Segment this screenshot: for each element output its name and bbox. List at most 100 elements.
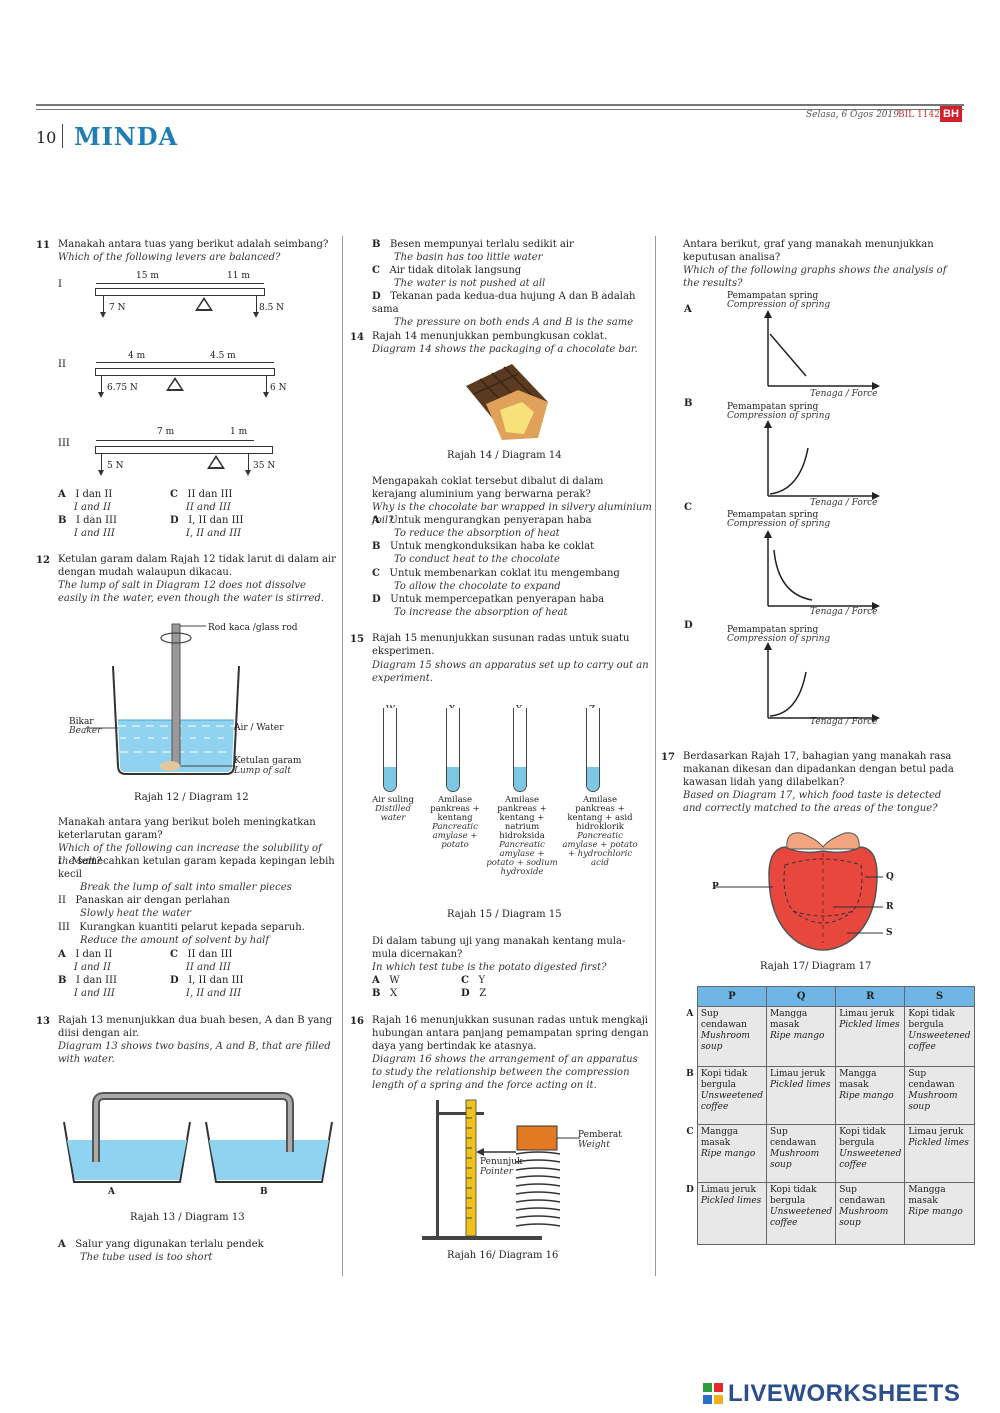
graph-b[interactable] — [760, 420, 880, 504]
label-glass-rod: Rod kaca /glass rod — [208, 623, 298, 633]
lever-1-beam — [95, 288, 265, 296]
graph-d-label: D — [684, 620, 693, 631]
lever-3-dim-line — [96, 440, 254, 441]
lever-2-roman: II — [58, 359, 66, 370]
header-date: Selasa, 6 Ogos 2019 — [806, 110, 899, 120]
q16-text: Rajah 16 menunjukkan susunan radas untuk… — [372, 1015, 649, 1052]
q11-text: Manakah antara tuas yang berikut adalah … — [58, 239, 329, 250]
question-number-14: 14 — [350, 332, 364, 343]
graph-a-xlabel: Tenaga / Force — [810, 389, 878, 399]
q13-text-en: Diagram 13 shows two basins, A and B, th… — [58, 1041, 331, 1065]
q13-option-d[interactable]: D Tekanan pada kedua-dua hujung A dan B … — [372, 291, 636, 328]
graph-a-label: A — [684, 304, 692, 315]
liveworksheets-logo: LIVEWORKSHEETS — [702, 1380, 960, 1408]
q12-option-a[interactable]: A I dan II I and II — [58, 949, 113, 973]
spring-apparatus-diagram — [422, 1099, 580, 1240]
question-number-15: 15 — [350, 634, 364, 645]
q14-text: Rajah 14 menunjukkan pembungkusan coklat… — [372, 331, 608, 342]
lever-1-f1: 7 N — [109, 303, 126, 313]
q12-statement-3: III Kurangkan kuantiti pelarut kepada se… — [58, 922, 305, 946]
lever-3-fulcrum — [207, 455, 225, 469]
lever-1-roman: I — [58, 279, 62, 290]
row-key: A — [683, 1006, 698, 1067]
lever-3-f1: 5 N — [107, 461, 124, 471]
q15-option-c[interactable]: C Y — [461, 975, 486, 986]
q15-text: Rajah 15 menunjukkan susunan radas untuk… — [372, 633, 630, 657]
q12-option-c[interactable]: C II dan III II and III — [170, 949, 233, 973]
basins-diagram — [63, 1092, 333, 1183]
diagram-17-caption: Rajah 17/ Diagram 17 — [760, 961, 872, 972]
lever-2-d2: 4.5 m — [210, 351, 236, 361]
lever-3-d1: 7 m — [157, 427, 175, 437]
question-number-17: 17 — [661, 752, 675, 763]
question-number-13: 13 — [36, 1016, 50, 1027]
lever-3-arrow-right — [244, 454, 252, 476]
header-rule — [36, 104, 964, 106]
header-issue: BIL 1142 — [898, 110, 940, 120]
q12-option-d[interactable]: D I, II dan III I, II and III — [170, 975, 244, 999]
q16-text-en: Diagram 16 shows the arrangement of an a… — [372, 1054, 638, 1091]
column-divider-1 — [342, 236, 343, 1276]
graph-d[interactable] — [760, 642, 880, 726]
row-key: D — [683, 1182, 698, 1245]
q17-text: Berdasarkan Rajah 17, bahagian yang mana… — [683, 751, 954, 788]
lever-1-arrow-left — [99, 296, 107, 318]
q15-option-a[interactable]: A W — [372, 975, 400, 986]
graph-a[interactable] — [760, 310, 880, 394]
q14-question2: Mengapakah coklat tersebut dibalut di da… — [372, 476, 604, 500]
question-number-12: 12 — [36, 555, 50, 566]
header-q: Q — [765, 986, 837, 1007]
lever-1-fulcrum — [195, 297, 213, 311]
q14-text-en: Diagram 14 shows the packaging of a choc… — [372, 344, 638, 355]
q12-text-en: The lump of salt in Diagram 12 does not … — [58, 580, 325, 604]
lever-3-f2: 35 N — [253, 461, 276, 471]
lever-1-d2: 11 m — [227, 271, 250, 281]
q12-option-b[interactable]: B I dan III I and III — [58, 975, 117, 999]
q14-option-c[interactable]: C Untuk membenarkan coklat itu mengemban… — [372, 568, 620, 592]
lever-3-d2: 1 m — [230, 427, 248, 437]
q15-option-b[interactable]: B X — [372, 988, 398, 999]
row-key: B — [683, 1066, 698, 1125]
q11-option-d[interactable]: D I, II dan III I, II and III — [170, 515, 244, 539]
diagram-14-caption: Rajah 14 / Diagram 14 — [447, 450, 562, 461]
q15-option-d[interactable]: D Z — [461, 988, 487, 999]
test-tube-x — [446, 708, 460, 792]
q11-option-c[interactable]: C II dan III II and III — [170, 489, 233, 513]
diagram-12-caption: Rajah 12 / Diagram 12 — [134, 792, 249, 803]
lever-3-beam — [95, 446, 273, 454]
tongue-label-s: S — [886, 928, 893, 938]
q11-option-b[interactable]: B I dan III I and III — [58, 515, 117, 539]
lever-2-arrow-left — [97, 376, 105, 398]
diagram-15-caption: Rajah 15 / Diagram 15 — [447, 909, 562, 920]
tongue-label-p: P — [712, 882, 719, 892]
q11-option-a[interactable]: A I dan II I and II — [58, 489, 113, 513]
graph-c[interactable] — [760, 530, 880, 614]
lever-2-f2: 6 N — [270, 383, 287, 393]
watermark-text: LIVEWORKSHEETS — [728, 1380, 961, 1407]
bh-logo: BH — [940, 106, 962, 122]
header-p: P — [696, 986, 768, 1007]
diagram-13-caption: Rajah 13 / Diagram 13 — [130, 1212, 245, 1223]
lever-2-d1: 4 m — [128, 351, 146, 361]
lever-2-fulcrum — [166, 377, 184, 391]
